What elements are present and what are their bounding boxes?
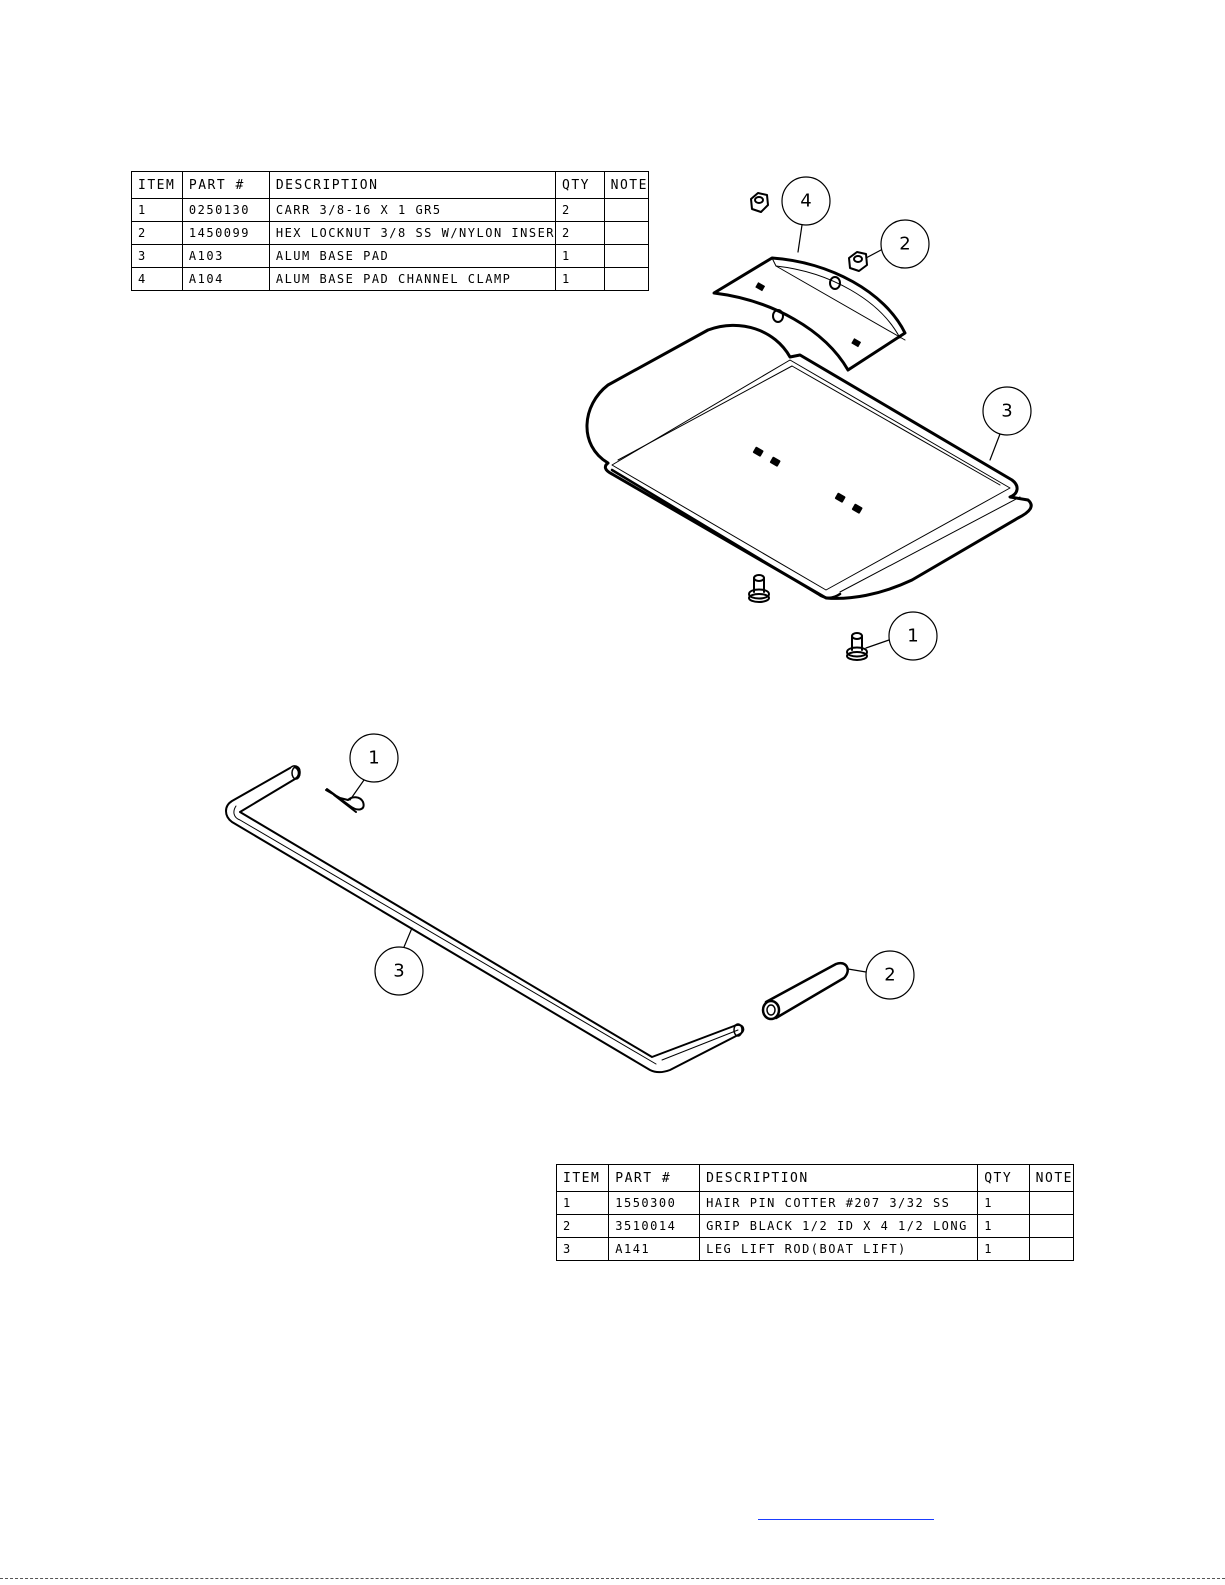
- header-description: DESCRIPTION: [699, 1164, 979, 1192]
- cell-qty: 1: [555, 267, 605, 291]
- balloon-item-3: 3: [374, 927, 424, 996]
- cell-item: 2: [555, 1214, 610, 1238]
- header-part: PART #: [608, 1164, 701, 1192]
- cell-description: CARR 3/8-16 X 1 GR5: [268, 198, 557, 222]
- cell-item: 1: [131, 198, 183, 222]
- hex-locknut: [750, 192, 868, 272]
- table-row: 4 A104 ALUM BASE PAD CHANNEL CLAMP 1: [131, 267, 650, 291]
- balloon-item-2: 2: [865, 219, 930, 269]
- balloon-label: 1: [368, 748, 379, 769]
- carriage-bolt: [748, 574, 868, 661]
- cell-note: [603, 244, 650, 268]
- cell-item: 1: [555, 1191, 610, 1215]
- balloon-label: 3: [393, 961, 404, 982]
- leg-lift-rod-assembly: 1 3 2: [225, 733, 915, 1074]
- cell-note: [603, 221, 650, 245]
- cell-description: HAIR PIN COTTER #207 3/32 SS: [699, 1191, 979, 1215]
- header-item: ITEM: [555, 1164, 610, 1192]
- cell-note: [1028, 1191, 1075, 1215]
- header-qty: QTY: [977, 1164, 1030, 1192]
- header-description: DESCRIPTION: [268, 171, 557, 199]
- cell-note: [1028, 1237, 1075, 1261]
- header-note: NOTE: [1028, 1164, 1075, 1192]
- cell-item: 2: [131, 221, 183, 245]
- page-edge-divider: [0, 1578, 1225, 1579]
- table-header-row: ITEM PART # DESCRIPTION QTY NOTE: [555, 1164, 1075, 1192]
- cell-qty: 1: [977, 1191, 1030, 1215]
- table-row: 2 1450099 HEX LOCKNUT 3/8 SS W/NYLON INS…: [131, 221, 650, 245]
- table-row: 3 A103 ALUM BASE PAD 1: [131, 244, 650, 268]
- cell-part: 0250130: [181, 198, 270, 222]
- cell-qty: 2: [555, 198, 605, 222]
- balloon-label: 2: [884, 965, 895, 986]
- table-row: 1 0250130 CARR 3/8-16 X 1 GR5 2: [131, 198, 650, 222]
- cell-item: 4: [131, 267, 183, 291]
- cell-description: HEX LOCKNUT 3/8 SS W/NYLON INSER: [268, 221, 557, 245]
- balloon-item-1: 1: [865, 611, 938, 661]
- table-row: 2 3510014 GRIP BLACK 1/2 ID X 4 1/2 LONG…: [555, 1214, 1075, 1238]
- cell-qty: 2: [555, 221, 605, 245]
- grip: [761, 961, 849, 1021]
- balloon-label: 2: [899, 234, 910, 255]
- balloon-label: 3: [1001, 401, 1012, 422]
- footer-link[interactable]: [758, 1505, 934, 1520]
- cell-item: 3: [131, 244, 183, 268]
- leg-lift-rod: [225, 765, 745, 1074]
- cell-part: 3510014: [608, 1214, 701, 1238]
- table-header-row: ITEM PART # DESCRIPTION QTY NOTE: [131, 171, 650, 199]
- balloon-label: 4: [800, 191, 811, 212]
- cell-part: A141: [608, 1237, 701, 1261]
- base-pad-assembly: 4 2 3 1: [585, 176, 1033, 661]
- channel-clamp: [712, 256, 907, 372]
- cell-part: 1550300: [608, 1191, 701, 1215]
- balloon-item-4: 4: [781, 176, 831, 253]
- cell-note: [603, 198, 650, 222]
- header-item: ITEM: [131, 171, 183, 199]
- cell-description: ALUM BASE PAD CHANNEL CLAMP: [268, 267, 557, 291]
- cell-description: ALUM BASE PAD: [268, 244, 557, 268]
- balloon-item-1: 1: [349, 733, 399, 801]
- cell-note: [1028, 1214, 1075, 1238]
- cell-description: LEG LIFT ROD(BOAT LIFT): [699, 1237, 979, 1261]
- alum-base-pad: [585, 323, 1033, 600]
- cell-part: A104: [181, 267, 270, 291]
- balloon-item-3: 3: [982, 386, 1032, 461]
- bill-of-materials-base-pad: ITEM PART # DESCRIPTION QTY NOTE 1 02501…: [131, 171, 650, 291]
- cell-part: A103: [181, 244, 270, 268]
- hair-pin-cotter: [325, 788, 365, 813]
- cell-part: 1450099: [181, 221, 270, 245]
- balloon-label: 1: [907, 626, 918, 647]
- header-note: NOTE: [603, 171, 650, 199]
- cell-description: GRIP BLACK 1/2 ID X 4 1/2 LONG: [699, 1214, 979, 1238]
- cell-qty: 1: [977, 1237, 1030, 1261]
- cell-item: 3: [555, 1237, 610, 1261]
- header-qty: QTY: [555, 171, 605, 199]
- cell-qty: 1: [555, 244, 605, 268]
- table-row: 3 A141 LEG LIFT ROD(BOAT LIFT) 1: [555, 1237, 1075, 1261]
- table-row: 1 1550300 HAIR PIN COTTER #207 3/32 SS 1: [555, 1191, 1075, 1215]
- header-part: PART #: [181, 171, 270, 199]
- cell-qty: 1: [977, 1214, 1030, 1238]
- cell-note: [603, 267, 650, 291]
- bill-of-materials-leg-lift-rod: ITEM PART # DESCRIPTION QTY NOTE 1 15503…: [555, 1164, 1075, 1261]
- balloon-item-2: 2: [847, 950, 915, 1000]
